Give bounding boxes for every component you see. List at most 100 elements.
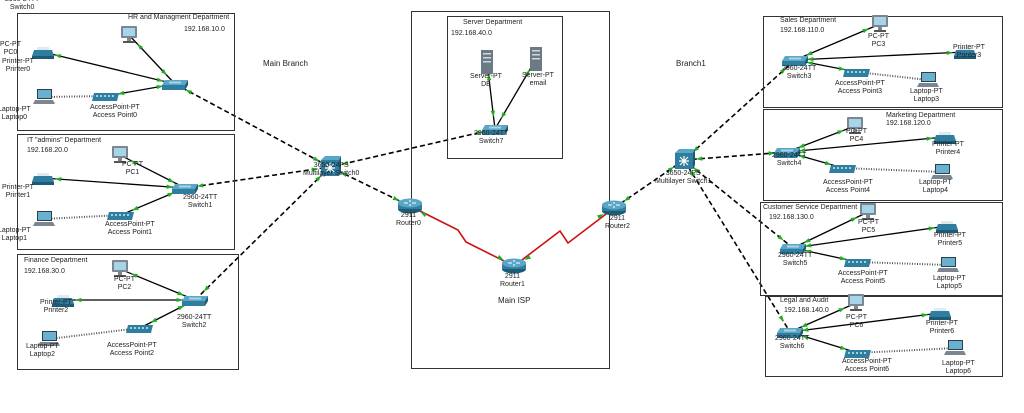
link-up-indicator [156,85,164,90]
pc5-pc-icon[interactable] [858,202,878,227]
laptop3-to-ap3-link[interactable] [856,71,929,81]
switch0-switch-icon[interactable] [161,78,189,96]
server-email-server-icon[interactable] [529,46,543,77]
printer0-to-switch0-link[interactable] [42,51,176,85]
switch6-switch-icon[interactable] [776,326,804,344]
mls1-to-switch5-link[interactable] [683,159,794,249]
router1-to-router2-link[interactable] [513,207,615,267]
laptop2-to-ap2-link[interactable] [48,327,141,340]
switch4-switch-icon[interactable] [773,146,801,164]
server-db-server-icon[interactable] [480,49,494,80]
printer5-to-switch5-link[interactable] [792,225,948,249]
ap2-ap-icon[interactable] [125,322,155,340]
device-name: DB [481,81,491,88]
printer5-printer-icon[interactable] [935,220,959,238]
device-name: Access Point4 [825,187,871,194]
laptop2-laptop-icon[interactable] [38,331,60,352]
link-up-indicator [176,297,183,303]
device-name: Router1 [500,281,525,288]
pc0-pc-icon[interactable] [119,25,139,50]
ap6-ap-icon[interactable] [843,347,873,365]
laptop4-to-ap4-link[interactable] [842,167,943,173]
ap4-ap-icon[interactable] [828,162,858,180]
router1-router-icon[interactable] [501,258,527,279]
link-up-indicator [54,177,62,182]
laptop0-laptop-icon[interactable] [33,89,55,110]
device-name: Laptop1 [1,235,27,242]
device-model: Printer-PT [2,58,34,65]
laptop6-laptop-icon[interactable] [944,340,966,361]
pc2-pc-icon[interactable] [110,259,130,284]
router0-to-router1-link[interactable] [409,205,515,267]
switch1-switch-icon[interactable] [171,182,199,200]
ap0-ap-icon[interactable] [91,90,121,108]
laptop6-to-ap6-link[interactable] [857,347,956,354]
link-up-indicator [801,335,809,340]
network-address: 192.168.10.0 [184,26,225,33]
pc4-pc-icon[interactable] [845,116,865,141]
printer6-to-switch6-link[interactable] [789,312,941,333]
ap1-ap-icon[interactable] [106,209,136,227]
device-name: Switch2 [181,322,207,329]
laptop4-laptop-icon[interactable] [931,164,953,185]
device-name: Printer1 [5,192,31,199]
switch7-switch-icon[interactable] [481,123,509,141]
router0-router-icon[interactable] [397,198,423,219]
switch0-to-mls0-link[interactable] [174,83,331,168]
laptop5-laptop-icon[interactable] [937,257,959,278]
laptop3-laptop-icon[interactable] [917,72,939,93]
department-title: Server Department [463,19,523,26]
switch2-switch-icon[interactable] [181,294,209,312]
printer3-printer-icon[interactable] [953,46,977,64]
pc0-to-switch0-link[interactable] [128,34,176,85]
device-name: Printer6 [929,328,955,335]
router2-to-mls1-link[interactable] [613,159,685,209]
ap5-ap-icon[interactable] [843,256,873,274]
network-address: 192.168.140.0 [784,307,829,314]
pc3-pc-icon[interactable] [870,14,890,39]
router2-router-icon[interactable] [601,200,627,221]
ap3-ap-icon[interactable] [842,66,872,84]
laptop0-to-ap0-link[interactable] [43,95,107,98]
printer4-printer-icon[interactable] [933,131,957,149]
switch3-switch-icon[interactable] [781,54,809,72]
device-model: PC-PT [0,41,21,48]
printer1-to-switch1-link[interactable] [42,177,186,189]
printer2-printer-icon[interactable] [51,294,75,312]
device-name: Router0 [396,220,421,227]
device-name: PC0 [3,49,18,56]
printer4-to-switch4-link[interactable] [786,136,946,153]
link-up-indicator [54,54,62,59]
mls1-to-switch3-link[interactable] [683,59,796,161]
link-up-indicator [862,28,869,34]
switch7-to-mls0-link[interactable] [329,128,496,168]
device-name: Access Point6 [844,366,890,373]
printer3-to-switch3-link[interactable] [794,51,966,61]
mls0-mls-icon[interactable] [319,156,341,183]
pc6-pc-icon[interactable] [846,293,866,318]
laptop5-to-ap5-link[interactable] [857,261,949,266]
mls1-mls-icon[interactable] [673,149,695,176]
laptop1-laptop-icon[interactable] [33,211,55,232]
link-up-indicator [501,112,507,119]
network-address: 192.168.30.0 [24,268,65,275]
mls1-to-switch6-link[interactable] [683,159,791,333]
switch1-to-mls0-link[interactable] [184,166,331,189]
device-name: Router2 [605,223,630,230]
printer1-printer-icon[interactable] [31,172,55,190]
printer6-printer-icon[interactable] [928,307,952,325]
pc1-pc-icon[interactable] [110,145,130,170]
printer0-printer-icon[interactable] [31,46,55,64]
device-model: Printer-PT [40,299,72,306]
link-up-indicator [117,90,125,95]
switch5-switch-icon[interactable] [779,242,807,260]
link-up-indicator [824,160,832,166]
laptop1-to-ap1-link[interactable] [43,214,122,220]
